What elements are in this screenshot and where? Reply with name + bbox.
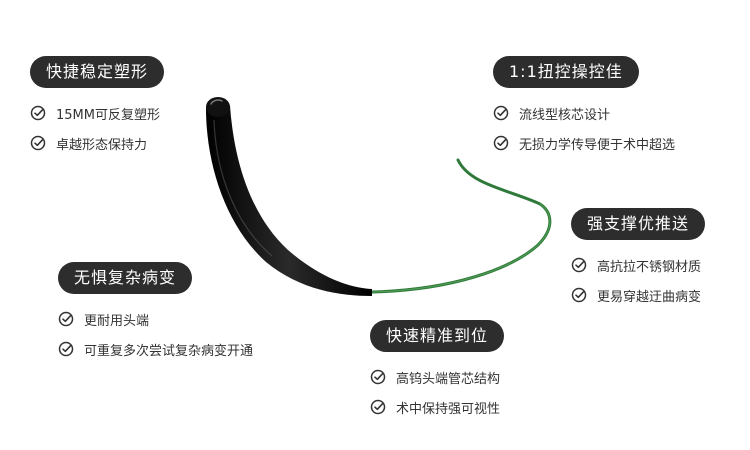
feature-title: 快速精准到位 bbox=[370, 320, 505, 352]
guidewire-body-shine bbox=[213, 119, 273, 257]
feature-item-label: 高抗拉不锈钢材质 bbox=[597, 259, 702, 275]
check-circle-icon bbox=[493, 105, 509, 121]
guidewire-tip-shine bbox=[210, 99, 223, 105]
feature-item-label: 术中保持强可视性 bbox=[396, 401, 501, 417]
check-circle-icon bbox=[571, 287, 587, 303]
feature-item-list: 流线型核芯设计 无损力学传导便于术中超选 bbox=[493, 98, 675, 158]
check-circle-icon bbox=[571, 257, 587, 273]
feature-item-list: 15MM可反复塑形 卓越形态保持力 bbox=[30, 98, 164, 158]
check-circle-icon bbox=[58, 341, 74, 357]
feature-item: 高钨头端管芯结构 bbox=[370, 362, 504, 392]
feature-strong-support: 强支撑优推送 高抗拉不锈钢材质 更易穿越迂曲病变 bbox=[571, 208, 706, 310]
feature-complex-lesion: 无惧复杂病变 更耐用头端 可重复多次尝试复杂病变开通 bbox=[58, 262, 253, 364]
check-circle-icon bbox=[370, 369, 386, 385]
guidewire-black-tip bbox=[206, 99, 372, 296]
check-circle-icon bbox=[30, 135, 46, 151]
check-circle-icon bbox=[370, 399, 386, 415]
feature-title: 无惧复杂病变 bbox=[58, 262, 193, 294]
feature-item: 更易穿越迂曲病变 bbox=[571, 280, 705, 310]
feature-title: 强支撑优推送 bbox=[571, 208, 706, 240]
feature-item-label: 15MM可反复塑形 bbox=[56, 107, 160, 123]
feature-item: 更耐用头端 bbox=[58, 304, 253, 334]
feature-item-label: 无损力学传导便于术中超选 bbox=[519, 137, 676, 153]
feature-item: 15MM可反复塑形 bbox=[30, 98, 164, 128]
check-circle-icon bbox=[493, 135, 509, 151]
feature-item-label: 更耐用头端 bbox=[84, 313, 150, 329]
feature-precise-arrival: 快速精准到位 高钨头端管芯结构 术中保持强可视性 bbox=[370, 320, 505, 422]
feature-item: 可重复多次尝试复杂病变开通 bbox=[58, 334, 253, 364]
feature-stable-shaping: 快捷稳定塑形 15MM可反复塑形 卓越形态保持力 bbox=[30, 56, 165, 158]
feature-item-list: 高抗拉不锈钢材质 更易穿越迂曲病变 bbox=[571, 250, 705, 310]
check-circle-icon bbox=[30, 105, 46, 121]
feature-item-label: 更易穿越迂曲病变 bbox=[597, 289, 702, 305]
feature-item: 无损力学传导便于术中超选 bbox=[493, 128, 675, 158]
guidewire-green-shaft bbox=[370, 158, 552, 294]
feature-item-label: 高钨头端管芯结构 bbox=[396, 371, 501, 387]
feature-item: 流线型核芯设计 bbox=[493, 98, 675, 128]
feature-torque-control: 1:1扭控操控佳 流线型核芯设计 无损力学传导便于术中超选 bbox=[493, 56, 675, 158]
feature-item-list: 更耐用头端 可重复多次尝试复杂病变开通 bbox=[58, 304, 253, 364]
feature-item-label: 流线型核芯设计 bbox=[519, 107, 611, 123]
feature-item: 高抗拉不锈钢材质 bbox=[571, 250, 705, 280]
guidewire-green-highlight bbox=[371, 203, 551, 293]
feature-item-list: 高钨头端管芯结构 术中保持强可视性 bbox=[370, 362, 504, 422]
feature-title: 快捷稳定塑形 bbox=[30, 56, 165, 88]
feature-item-label: 卓越形态保持力 bbox=[56, 137, 148, 153]
feature-item-label: 可重复多次尝试复杂病变开通 bbox=[84, 343, 254, 359]
feature-item: 卓越形态保持力 bbox=[30, 128, 164, 158]
feature-title: 1:1扭控操控佳 bbox=[493, 56, 639, 88]
feature-item: 术中保持强可视性 bbox=[370, 392, 504, 422]
check-circle-icon bbox=[58, 311, 74, 327]
